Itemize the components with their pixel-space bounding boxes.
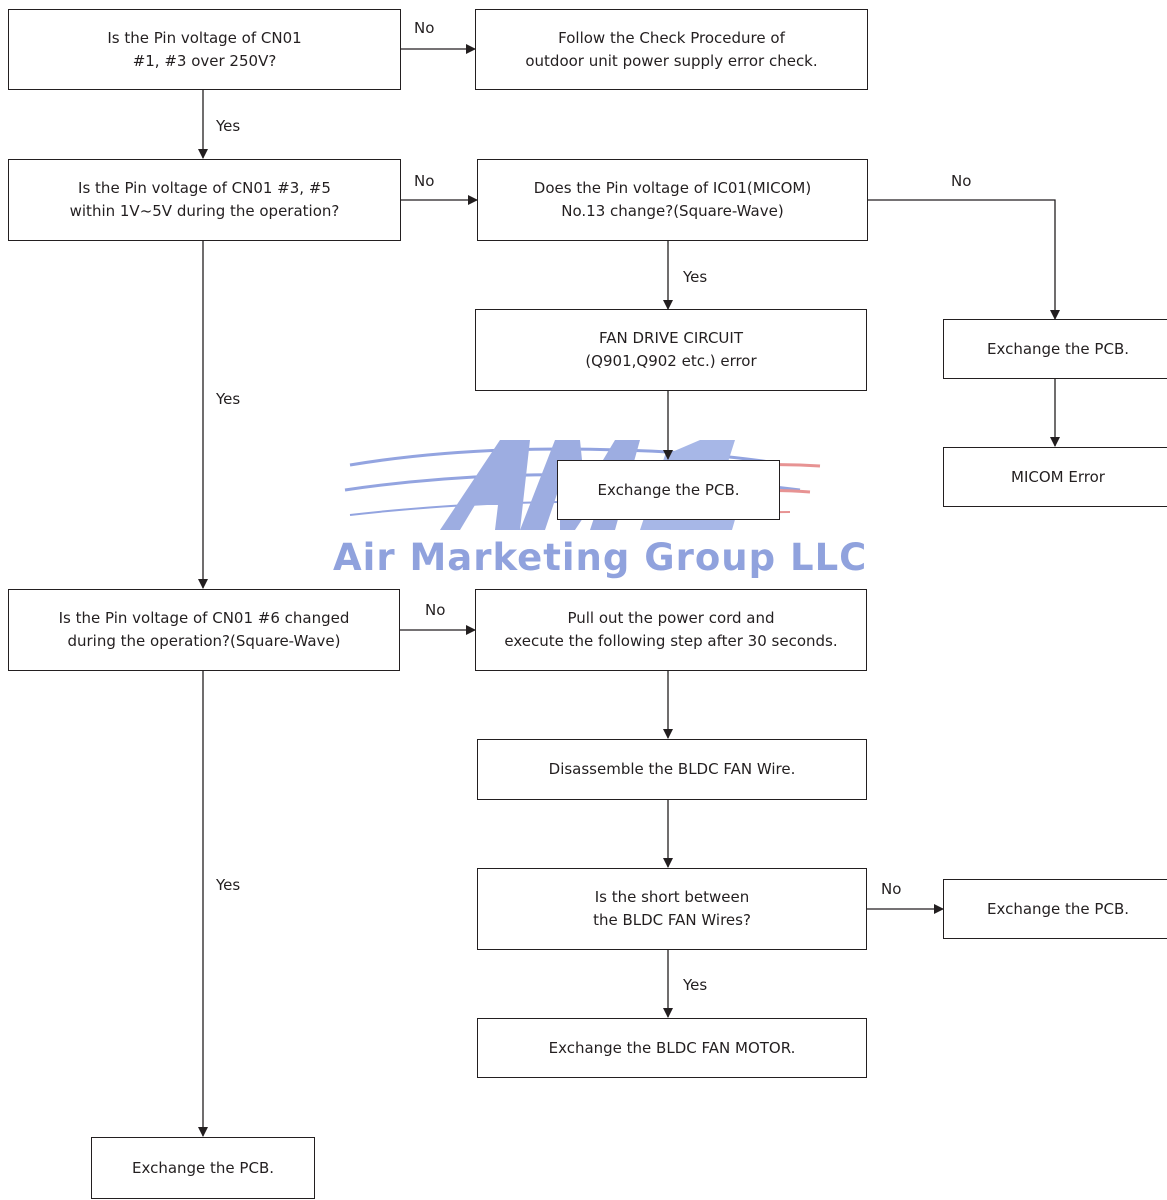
label-yes-q2: Yes [216,390,241,408]
exchange-pcb-bottom-box: Exchange the PCB. [91,1137,315,1199]
q3-micom-pin-box: Does the Pin voltage of IC01(MICOM) No.1… [477,159,868,241]
label-no-q4: No [425,601,446,619]
label-yes-q4: Yes [216,876,241,894]
label-no-q5: No [881,880,902,898]
q4-cn01-pin6-box: Is the Pin voltage of CN01 #6 changed du… [8,589,400,671]
label-no-q1: No [414,19,435,37]
exchange-pcb-mid-box: Exchange the PCB. [557,460,780,520]
arrow-q3-no [867,199,1060,320]
label-yes-q3: Yes [683,268,708,286]
pull-power-cord-box: Pull out the power cord and execute the … [475,589,867,671]
q1-cn01-voltage-box: Is the Pin voltage of CN01 #1, #3 over 2… [8,9,401,90]
label-yes-q5: Yes [683,976,708,994]
exchange-pcb-short-box: Exchange the PCB. [943,879,1167,939]
label-yes-q1: Yes [216,117,241,135]
label-no-q3: No [951,172,972,190]
disassemble-fan-wire-box: Disassemble the BLDC FAN Wire. [477,739,867,800]
exchange-pcb-right-box: Exchange the PCB. [943,319,1167,379]
micom-error-box: MICOM Error [943,447,1167,507]
exchange-fan-motor-box: Exchange the BLDC FAN MOTOR. [477,1018,867,1078]
fan-drive-error-box: FAN DRIVE CIRCUIT (Q901,Q902 etc.) error [475,309,867,391]
watermark-text: Air Marketing Group LLC [333,536,868,579]
follow-check-box: Follow the Check Procedure of outdoor un… [475,9,868,90]
q5-fan-wire-short-box: Is the short between the BLDC FAN Wires? [477,868,867,950]
q2-operation-voltage-box: Is the Pin voltage of CN01 #3, #5 within… [8,159,401,241]
label-no-q2: No [414,172,435,190]
